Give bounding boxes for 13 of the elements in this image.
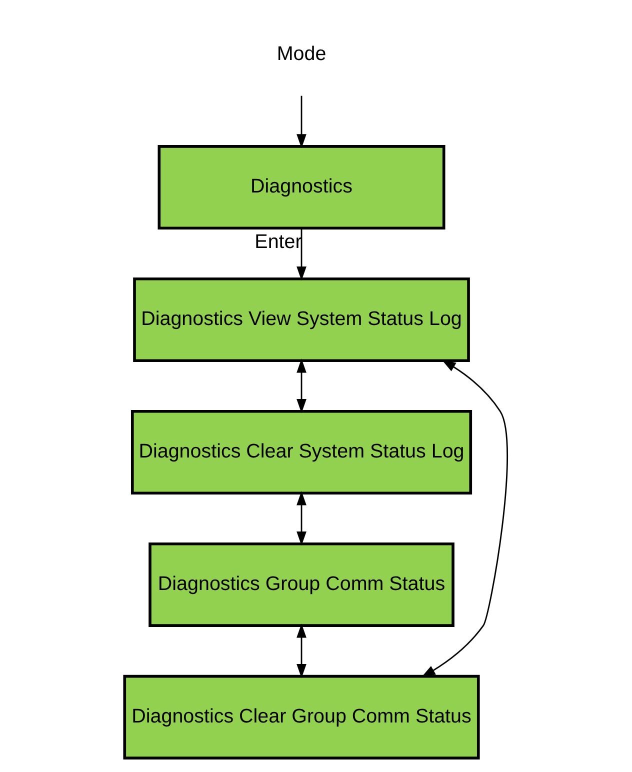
arrow (296, 624, 306, 678)
edge-label: Enter (254, 231, 302, 254)
node-box: Diagnostics View System Status Log (133, 277, 470, 362)
node-box: Diagnostics (158, 145, 446, 230)
arrow (421, 360, 508, 678)
arrow (296, 96, 306, 148)
node-box: Diagnostics Group Comm Status (148, 542, 454, 627)
node-text: Mode (276, 43, 326, 66)
arrow (296, 358, 306, 414)
node-box: Diagnostics Clear System Status Log (130, 410, 472, 495)
arrow (296, 228, 306, 281)
node-box: Diagnostics Clear Group Comm Status (123, 674, 480, 760)
arrow (296, 491, 306, 546)
